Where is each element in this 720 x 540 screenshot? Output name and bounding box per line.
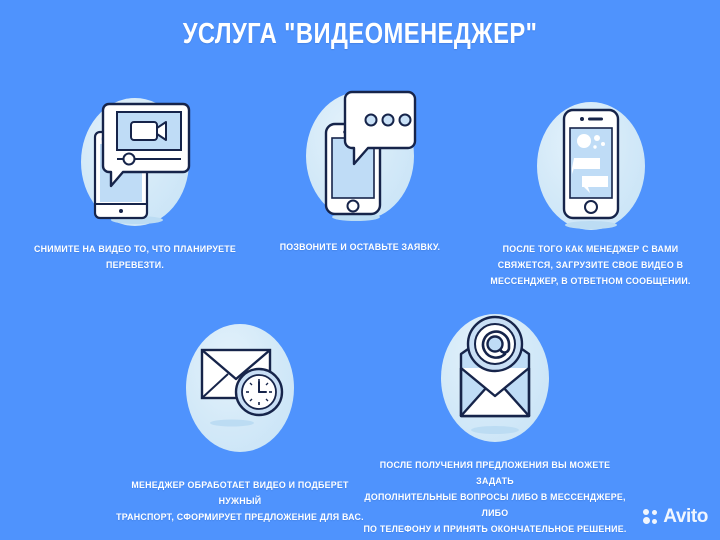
caption-line: МЕНЕДЖЕР ОБРАБОТАЕТ ВИДЕО И ПОДБЕРЕТ НУЖ…: [131, 480, 349, 507]
step-item-5: ПОСЛЕ ПОЛУЧЕНИЯ ПРЕДЛОЖЕНИЯ ВЫ МОЖЕТЕ ЗА…: [350, 308, 640, 538]
step-item-4: МЕНЕДЖЕР ОБРАБОТАЕТ ВИДЕО И ПОДБЕРЕТ НУЖ…: [100, 318, 380, 526]
caption-line: СВЯЖЕТСЯ, ЗАГРУЗИТЕ СВОЕ ВИДЕО В: [497, 260, 684, 271]
step-5-icon-wrap: [435, 308, 555, 448]
caption-line: ПОЗВОНИТЕ И ОСТАВЬТЕ ЗАЯВКУ.: [279, 242, 441, 253]
step-item-2: ПОЗВОНИТЕ И ОСТАВЬТЕ ЗАЯВКУ.: [250, 86, 470, 256]
phone-chat-dots-icon: [324, 90, 417, 221]
caption-line: ПЕРЕВЕЗТИ.: [105, 260, 165, 271]
caption-line: МЕССЕНДЖЕР, В ОТВЕТНОМ СООБЩЕНИИ.: [490, 276, 691, 287]
step-3-caption: ПОСЛЕ ТОГО КАК МЕНЕДЖЕР С ВАМИ СВЯЖЕТСЯ,…: [477, 242, 705, 290]
step-4-caption: МЕНЕДЖЕР ОБРАБОТАЕТ ВИДЕО И ПОДБЕРЕТ НУЖ…: [110, 478, 370, 526]
caption-line: ДОПОЛНИТЕЛЬНЫЕ ВОПРОСЫ ЛИБО В МЕССЕНДЖЕР…: [364, 492, 626, 519]
caption-line: ПОСЛЕ ТОГО КАК МЕНЕДЖЕР С ВАМИ: [502, 244, 679, 255]
envelope-at-sign-icon: [459, 315, 531, 434]
phone-messenger-icon: [562, 108, 619, 229]
step-3-icon-wrap: [531, 96, 651, 236]
step-5-caption: ПОСЛЕ ПОЛУЧЕНИЯ ПРЕДЛОЖЕНИЯ ВЫ МОЖЕТЕ ЗА…: [360, 458, 630, 538]
phone-video-bubble-icon: [93, 102, 191, 224]
caption-line: ПО ТЕЛЕФОНУ И ПРИНЯТЬ ОКОНЧАТЕЛЬНОЕ РЕШЕ…: [363, 524, 627, 535]
step-2-caption: ПОЗВОНИТЕ И ОСТАВЬТЕ ЗАЯВКУ.: [258, 240, 463, 256]
caption-line: СНИМИТЕ НА ВИДЕО ТО, ЧТО ПЛАНИРУЕТЕ: [34, 244, 236, 255]
avito-watermark: Avito: [643, 506, 708, 528]
step-4-icon-wrap: [180, 318, 300, 458]
step-1-caption: СНИМИТЕ НА ВИДЕО ТО, ЧТО ПЛАНИРУЕТЕ ПЕРЕ…: [23, 242, 246, 274]
step-2-icon-wrap: [300, 86, 420, 226]
caption-line: ТРАНСПОРТ, СФОРМИРУЕТ ПРЕДЛОЖЕНИЕ ДЛЯ ВА…: [116, 512, 364, 523]
caption-line: ПОСЛЕ ПОЛУЧЕНИЯ ПРЕДЛОЖЕНИЯ ВЫ МОЖЕТЕ ЗА…: [379, 460, 611, 487]
avito-label: Avito: [663, 506, 708, 527]
step-item-3: ПОСЛЕ ТОГО КАК МЕНЕДЖЕР С ВАМИ СВЯЖЕТСЯ,…: [468, 96, 713, 290]
page-title: УСЛУГА "ВИДЕОМЕНЕДЖЕР": [182, 18, 538, 50]
step-1-icon-wrap: [75, 92, 195, 232]
envelope-clock-icon: [200, 348, 284, 427]
step-item-1: СНИМИТЕ НА ВИДЕО ТО, ЧТО ПЛАНИРУЕТЕ ПЕРЕ…: [15, 92, 255, 274]
avito-dots-logo: [643, 509, 659, 525]
